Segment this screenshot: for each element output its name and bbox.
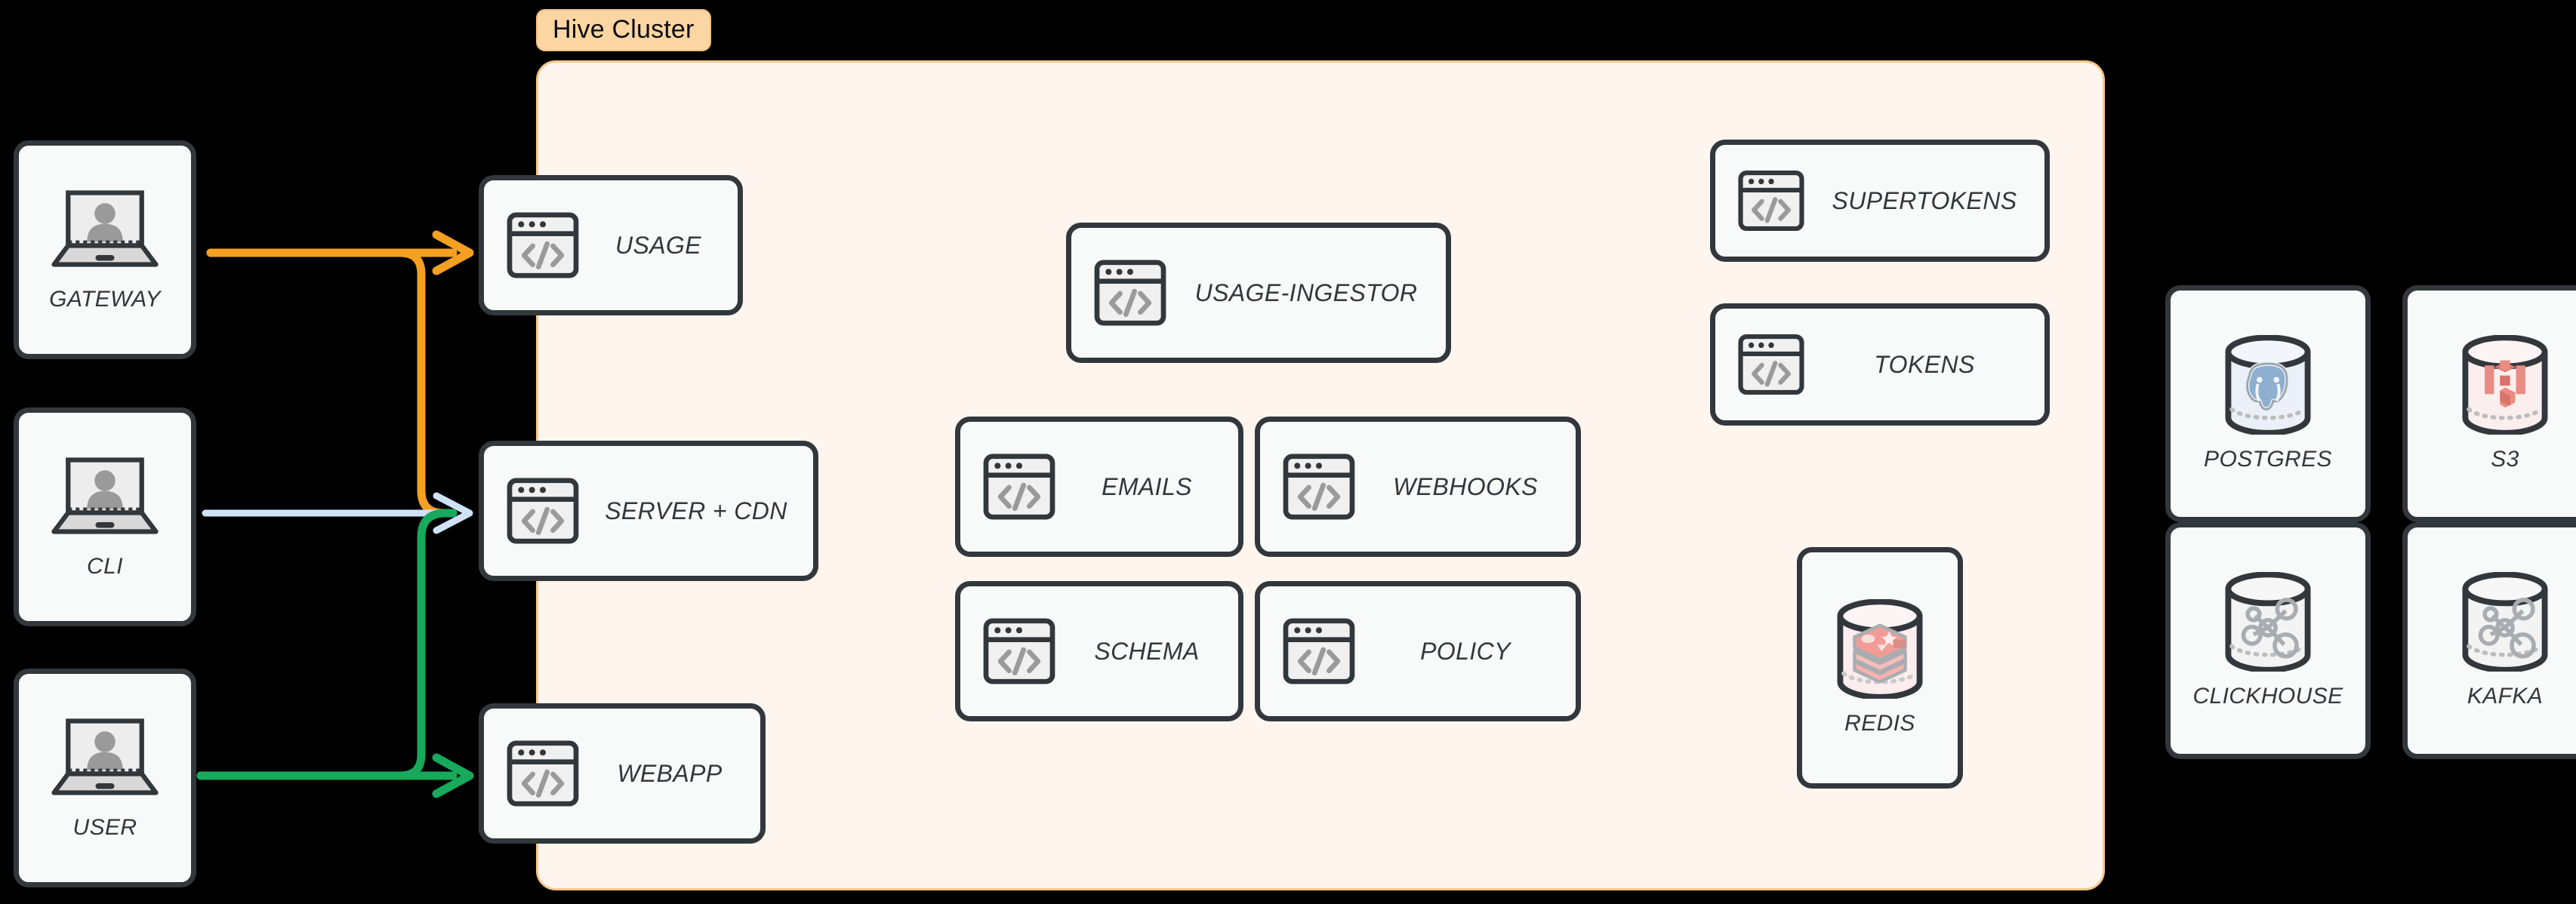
service-label-usage-ingestor: USAGE-INGESTOR — [1194, 278, 1418, 306]
code-window-icon — [1283, 618, 1355, 684]
service-node-schema[interactable]: SCHEMA — [955, 581, 1243, 721]
edge-cli — [202, 492, 473, 534]
service-node-supertokens[interactable]: SUPERTOKENS — [1710, 140, 2050, 262]
client-label-cli: CLI — [87, 554, 123, 579]
service-node-emails[interactable]: EMAILS — [955, 417, 1243, 557]
clickhouse-database-icon — [2221, 572, 2315, 672]
service-label-webapp: WEBAPP — [617, 759, 723, 787]
service-label-policy: POLICY — [1420, 637, 1511, 665]
client-node-cli[interactable]: CLI — [14, 407, 196, 626]
datastore-node-clickhouse[interactable]: CLICKHOUSE — [2165, 522, 2371, 759]
service-node-tokens[interactable]: TOKENS — [1710, 303, 2050, 426]
service-label-schema: SCHEMA — [1094, 637, 1200, 665]
service-label-supertokens: SUPERTOKENS — [1832, 186, 2017, 214]
datastore-label-redis: REDIS — [1844, 711, 1915, 736]
service-label-emails: EMAILS — [1102, 472, 1192, 500]
service-node-policy[interactable]: POLICY — [1255, 581, 1581, 721]
service-node-server-cdn[interactable]: SERVER + CDN — [479, 441, 818, 581]
datastore-node-redis[interactable]: REDIS — [1797, 547, 1963, 789]
hive-cluster-badge: Hive Cluster — [536, 9, 711, 51]
laptop-user-icon — [48, 715, 162, 798]
code-window-icon — [507, 740, 579, 807]
service-node-usage-ingestor[interactable]: USAGE-INGESTOR — [1066, 223, 1451, 363]
client-node-user[interactable]: USER — [14, 669, 196, 887]
redis-database-icon — [1837, 599, 1923, 699]
postgres-database-icon — [2225, 335, 2311, 435]
datastore-label-kafka: KAFKA — [2467, 684, 2544, 709]
datastore-node-kafka[interactable]: KAFKA — [2402, 522, 2576, 759]
datastore-label-s3: S3 — [2491, 447, 2519, 472]
service-label-webhooks: WEBHOOKS — [1393, 472, 1538, 500]
service-label-usage: USAGE — [615, 231, 702, 259]
edge-user — [196, 509, 474, 798]
datastore-node-s3[interactable]: S3 — [2402, 285, 2576, 522]
code-window-icon — [1283, 454, 1355, 520]
laptop-user-icon — [48, 454, 162, 537]
code-window-icon — [1738, 334, 1804, 395]
service-node-usage[interactable]: USAGE — [479, 175, 743, 315]
edge-gateway — [206, 230, 474, 518]
service-label-server-cdn: SERVER + CDN — [605, 497, 787, 524]
code-window-icon — [1094, 260, 1166, 326]
client-node-gateway[interactable]: GATEWAY — [14, 140, 196, 359]
datastore-node-postgres[interactable]: POSTGRES — [2165, 285, 2371, 522]
client-label-user: USER — [72, 815, 137, 840]
kafka-database-icon — [2458, 572, 2552, 672]
datastore-label-postgres: POSTGRES — [2204, 447, 2332, 472]
datastore-label-clickhouse: CLICKHOUSE — [2192, 684, 2343, 709]
laptop-user-icon — [48, 187, 162, 270]
service-node-webapp[interactable]: WEBAPP — [479, 703, 766, 844]
code-window-icon — [983, 618, 1055, 684]
service-label-tokens: TOKENS — [1874, 350, 1975, 378]
service-node-webhooks[interactable]: WEBHOOKS — [1255, 417, 1581, 557]
s3-database-icon — [2462, 335, 2548, 435]
code-window-icon — [507, 478, 579, 544]
client-label-gateway: GATEWAY — [49, 287, 161, 312]
code-window-icon — [983, 454, 1055, 520]
code-window-icon — [1738, 170, 1804, 232]
code-window-icon — [507, 212, 579, 278]
